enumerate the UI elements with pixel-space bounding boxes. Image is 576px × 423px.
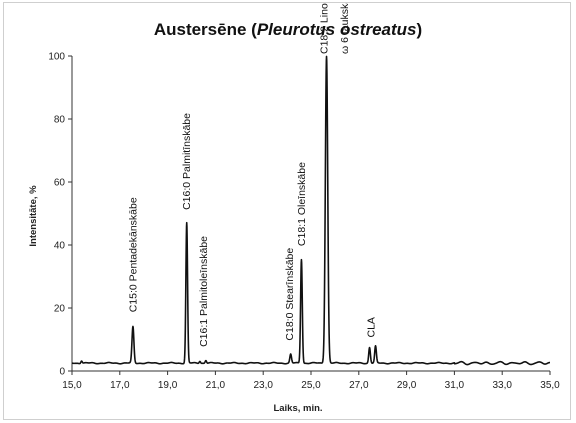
chart-title-paren-close: ) xyxy=(416,20,422,39)
y-tick-label: 40 xyxy=(54,241,66,252)
peak-label: C18:0 Stearīnskābe xyxy=(284,248,296,341)
y-tick-label: 20 xyxy=(54,304,66,315)
chart-title-main: Austersēne xyxy=(154,20,247,39)
tick-labels: 15,0 17,0 19,0 21,0 23,0 25,0 27,0 29,0 31,0 33,0… xyxy=(48,52,560,392)
axes xyxy=(68,55,551,375)
x-tick-label: 21,0 xyxy=(206,380,226,391)
x-tick-label: 17,0 xyxy=(110,380,130,391)
x-tick-label: 27,0 xyxy=(349,380,369,391)
x-tick-label: 19,0 xyxy=(158,380,178,391)
x-tick-label: 33,0 xyxy=(492,380,512,391)
chart-title-paren-open: ( xyxy=(246,20,257,39)
chromatogram-trace xyxy=(71,55,551,366)
peak-label: C18:1 Oleīnskābe xyxy=(296,162,308,246)
y-tick-label: 100 xyxy=(48,52,65,63)
x-tick-label: 29,0 xyxy=(397,380,417,391)
y-tick-label: 0 xyxy=(59,367,65,378)
chart-frame: Austersēne (Pleurotus ostreatus) 15,0 17,… xyxy=(3,2,571,420)
peak-label: C18:2 Linoleīnskābe xyxy=(319,3,331,54)
x-tick-label: 15,0 xyxy=(62,380,82,391)
chart-title: Austersēne (Pleurotus ostreatus) xyxy=(154,20,422,39)
chromatogram-chart: Austersēne (Pleurotus ostreatus) 15,0 17,… xyxy=(28,3,560,414)
y-tick-label: 80 xyxy=(54,115,66,126)
x-tick-label: 35,0 xyxy=(540,380,560,391)
peak-label: C16:1 Palmitoleīnskābe xyxy=(198,236,210,347)
peak-label: CLA xyxy=(365,317,377,337)
trace-group xyxy=(71,55,551,366)
x-tick-label: 31,0 xyxy=(445,380,465,391)
peak-label: C15:0 Pentadekānskābe xyxy=(127,197,139,312)
peak-label: C16:0 Palmitīnskābe xyxy=(181,113,193,210)
chart-title-species: Pleurotus ostreatus xyxy=(257,20,417,39)
y-axis-label: Intensitāte, % xyxy=(28,185,39,247)
x-tick-label: 23,0 xyxy=(253,380,273,391)
y-tick-label: 60 xyxy=(54,178,66,189)
peak-label: ω 6 taukskābe xyxy=(339,3,351,54)
x-tick-label: 25,0 xyxy=(301,380,321,391)
peak-labels: C15:0 Pentadekānskābe C16:0 Palmitīnskābe… xyxy=(127,3,377,347)
x-axis-label: Laiks, min. xyxy=(273,403,322,414)
